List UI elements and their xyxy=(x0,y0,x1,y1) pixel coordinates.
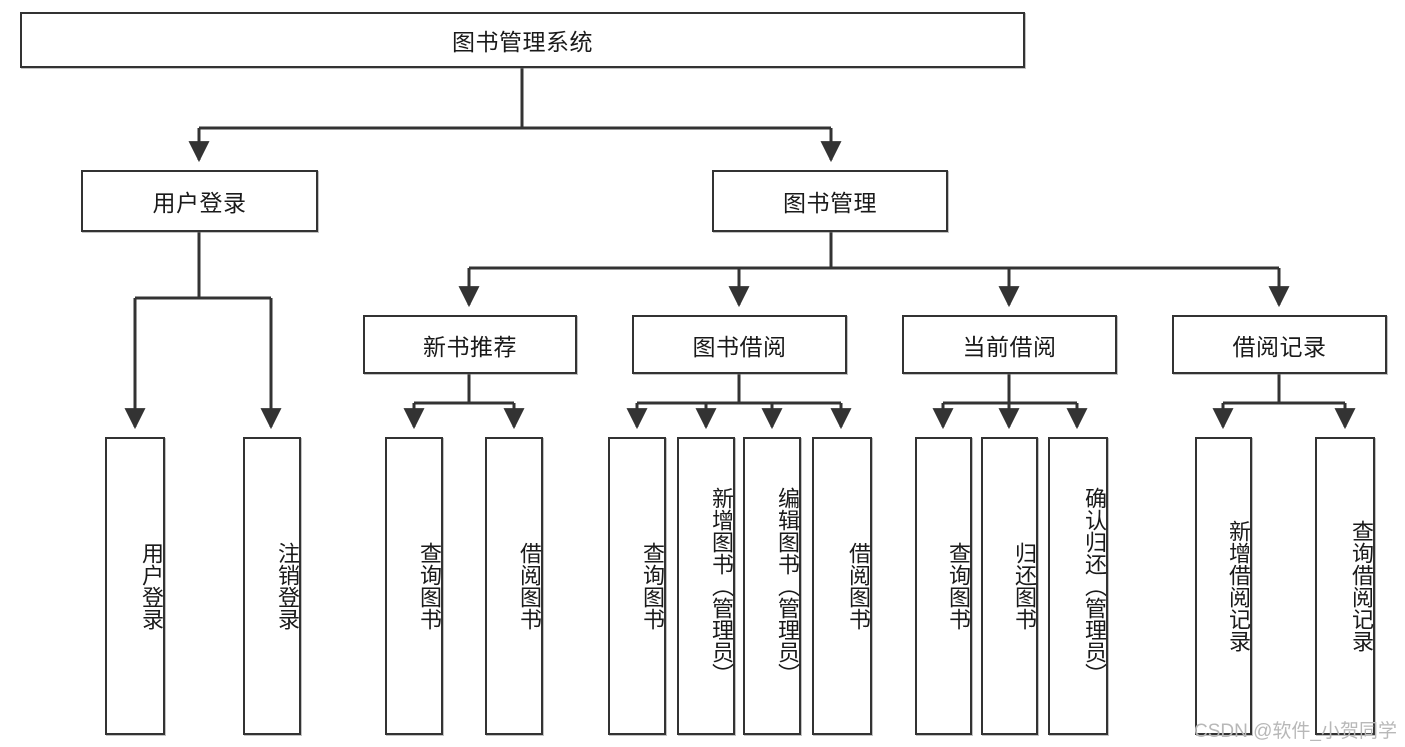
leaf-confirm-return-admin[interactable]: 确认归还（管理员） xyxy=(1048,437,1108,735)
node-book-management[interactable]: 图书管理 xyxy=(712,170,948,232)
node-new-book-recommendation[interactable]: 新书推荐 xyxy=(363,315,577,374)
leaf-add-borrow-record[interactable]: 新增借阅记录 xyxy=(1195,437,1252,735)
leaf-borrow-book[interactable]: 借阅图书 xyxy=(812,437,872,735)
leaf-query-borrow-record[interactable]: 查询借阅记录 xyxy=(1315,437,1375,735)
leaf-return-book[interactable]: 归还图书 xyxy=(981,437,1038,735)
leaf-borrow-book-recommend[interactable]: 借阅图书 xyxy=(485,437,543,735)
leaf-user-login[interactable]: 用户登录 xyxy=(105,437,165,735)
leaf-edit-book-admin[interactable]: 编辑图书（管理员） xyxy=(743,437,801,735)
leaf-query-book-recommend[interactable]: 查询图书 xyxy=(385,437,443,735)
node-book-borrowing[interactable]: 图书借阅 xyxy=(632,315,847,374)
node-root[interactable]: 图书管理系统 xyxy=(20,12,1025,68)
leaf-query-book-borrowing[interactable]: 查询图书 xyxy=(608,437,666,735)
node-user-login[interactable]: 用户登录 xyxy=(81,170,318,232)
watermark: CSDN @软件_小贺同学 xyxy=(1194,721,1397,742)
node-borrowing-records[interactable]: 借阅记录 xyxy=(1172,315,1387,374)
leaf-query-book-current[interactable]: 查询图书 xyxy=(915,437,972,735)
leaf-add-book-admin[interactable]: 新增图书（管理员） xyxy=(677,437,735,735)
node-current-borrowing[interactable]: 当前借阅 xyxy=(902,315,1117,374)
leaf-logout[interactable]: 注销登录 xyxy=(243,437,301,735)
